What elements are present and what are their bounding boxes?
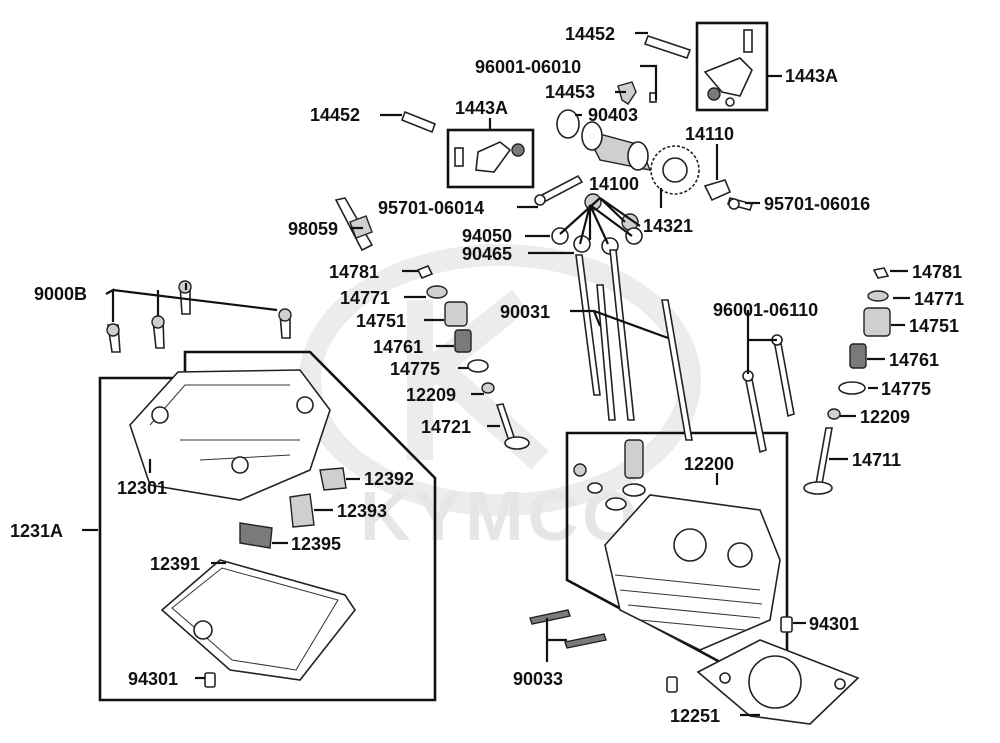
o-ring-90403 — [556, 109, 580, 139]
label-1443A-left: 1443A — [455, 98, 508, 118]
part-12392 — [319, 467, 347, 491]
sprocket-plate — [703, 179, 732, 202]
label-12200: 12200 — [684, 454, 734, 474]
label-14110: 14110 — [685, 124, 734, 144]
label-12395: 12395 — [291, 534, 341, 554]
label-14781-left: 14781 — [329, 262, 379, 282]
cylinder-head-cover-12301 — [129, 369, 331, 501]
part-labels: 14452 96001-06010 14453 1443A 90403 1445… — [10, 24, 964, 726]
label-90465: 90465 — [462, 244, 512, 264]
label-14771-left: 14771 — [340, 288, 390, 308]
valve-train-left — [416, 264, 530, 450]
label-98059: 98059 — [288, 219, 338, 239]
part-12393 — [289, 493, 315, 528]
label-12393: 12393 — [337, 501, 387, 521]
label-90031: 90031 — [500, 302, 550, 322]
label-90403: 90403 — [588, 105, 638, 125]
label-14452-top: 14452 — [565, 24, 615, 44]
label-14761-right: 14761 — [889, 350, 939, 370]
rocker-arm-assembly-right — [703, 29, 753, 107]
valve-train-right — [803, 267, 891, 495]
label-14775-right: 14775 — [881, 379, 931, 399]
label-1443A-right: 1443A — [785, 66, 838, 86]
label-14751-right: 14751 — [909, 316, 959, 336]
label-96001-06010: 96001-06010 — [475, 57, 581, 77]
label-12209-left: 12209 — [406, 385, 456, 405]
studs-90033 — [529, 609, 607, 649]
dowel-pin-left — [204, 672, 216, 688]
label-14771-right: 14771 — [914, 289, 964, 309]
label-14761-left: 14761 — [373, 337, 423, 357]
valve-adjuster-14453 — [617, 81, 657, 105]
label-90033: 90033 — [513, 669, 563, 689]
rocker-shaft-left — [400, 110, 437, 134]
label-12251: 12251 — [670, 706, 720, 726]
label-14711: 14711 — [852, 450, 901, 470]
dowel-pin-gasket — [666, 676, 678, 693]
leader-lines — [82, 31, 910, 717]
part-12395 — [239, 522, 273, 549]
label-9000B: 9000B — [34, 284, 87, 304]
label-94301-left: 94301 — [128, 669, 178, 689]
cylinder-head-12200 — [573, 439, 781, 651]
label-94301-right: 94301 — [809, 614, 859, 634]
label-12392: 12392 — [364, 469, 414, 489]
label-1231A: 1231A — [10, 521, 63, 541]
rocker-shaft-top — [643, 34, 692, 60]
label-94050: 94050 — [462, 226, 512, 246]
rocker-arm-box-right — [695, 21, 769, 112]
label-14751-left: 14751 — [356, 311, 406, 331]
label-12391: 12391 — [150, 554, 200, 574]
label-14721: 14721 — [421, 417, 471, 437]
stud-bolts-90031 — [575, 249, 693, 441]
bolt-95701-06016 — [726, 197, 754, 211]
label-14321: 14321 — [643, 216, 693, 236]
bolt-95701-06014 — [534, 174, 584, 206]
label-95701-06014: 95701-06014 — [378, 198, 484, 218]
label-12301: 12301 — [117, 478, 167, 498]
rocker-arm-assembly-left — [454, 141, 525, 173]
cam-sprocket-14110 — [650, 145, 700, 195]
label-95701-06016: 95701-06016 — [764, 194, 870, 214]
cover-gasket-12391 — [160, 559, 356, 681]
stud-bolts-96001-06110 — [742, 334, 795, 454]
label-14452-left: 14452 — [310, 105, 360, 125]
label-96001-06110: 96001-06110 — [713, 300, 818, 320]
spark-plug-98059 — [334, 197, 374, 252]
label-14775-left: 14775 — [390, 359, 440, 379]
label-14453: 14453 — [545, 82, 595, 102]
label-14100: 14100 — [589, 174, 639, 194]
label-12209-right: 12209 — [860, 407, 910, 427]
label-14781-right: 14781 — [912, 262, 962, 282]
camshaft-14100 — [581, 121, 652, 171]
dowel-pin-right — [780, 616, 793, 633]
head-gasket-12251 — [696, 639, 860, 725]
nuts-washers-94050-90465 — [551, 193, 643, 255]
